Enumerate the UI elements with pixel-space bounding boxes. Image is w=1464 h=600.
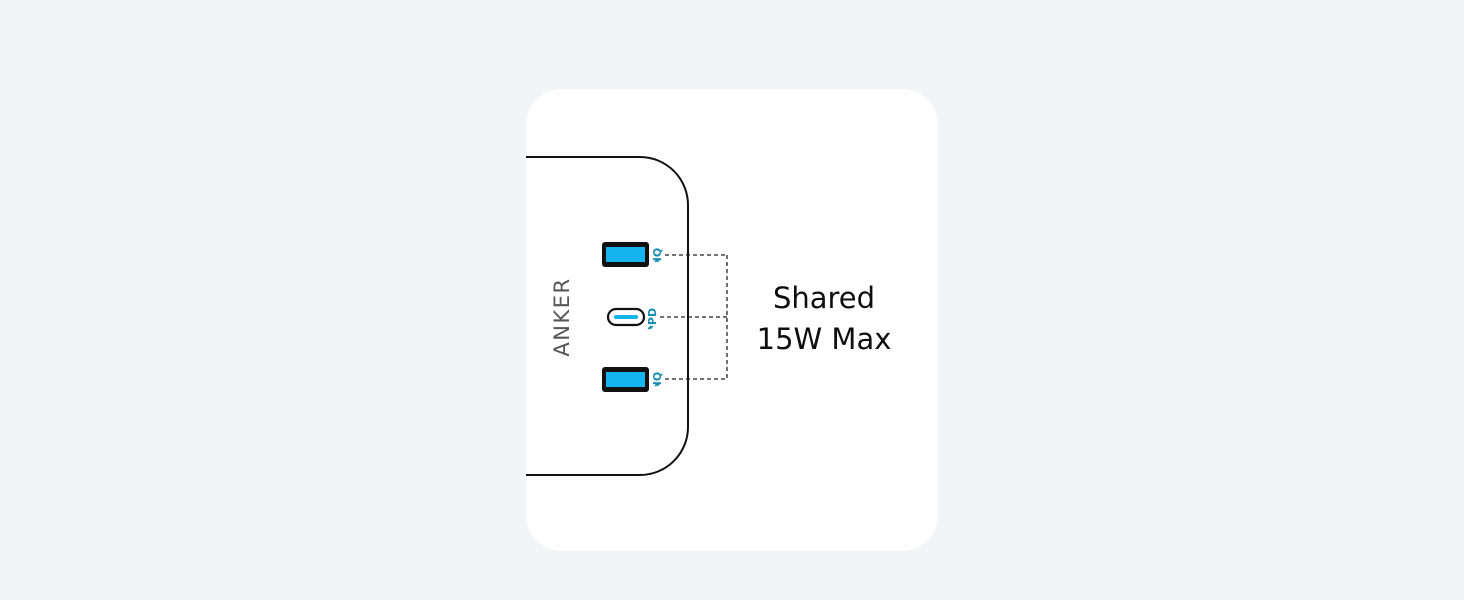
caption-line-1: Shared (772, 281, 876, 315)
caption-line-2: 15W Max (756, 322, 892, 356)
lightning-icon-top (654, 258, 661, 263)
shared-power-caption: Shared 15W Max (742, 278, 906, 360)
port-tag-middle: PD (646, 307, 660, 326)
brand-name: ANKER (550, 277, 574, 357)
brand-logo: ANKER (537, 272, 587, 362)
lightning-icon-bottom (654, 382, 661, 387)
shared-connector-lines (660, 254, 728, 380)
port-tag-top: IQ (651, 247, 665, 262)
usb-a-port-bottom (602, 367, 649, 392)
port-tag-bottom: IQ (651, 371, 665, 386)
usb-a-port-top (602, 242, 649, 267)
usb-c-port (606, 307, 646, 327)
lightning-icon-middle (647, 325, 654, 330)
